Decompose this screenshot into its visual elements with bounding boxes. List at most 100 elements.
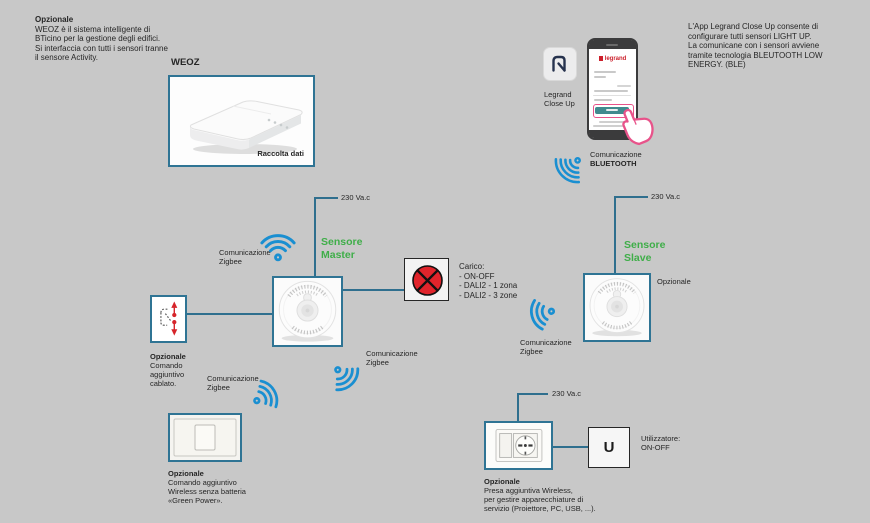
wired-command-line-text: Comando — [150, 361, 183, 370]
slave-power-label: 230 Va.c — [651, 192, 681, 201]
phone-bottom-bezel — [589, 130, 636, 138]
master-power-tick — [314, 197, 338, 199]
intro-line: il sensore Activity. — [35, 53, 98, 63]
weoz-box: Raccolta dati — [168, 75, 315, 167]
slave-title-line: Slave — [624, 252, 652, 265]
phone-speaker — [606, 43, 618, 46]
green-power-switch-image — [173, 418, 237, 457]
master-title: Sensore Master — [321, 236, 362, 262]
outlet-line-text: servizio (Proiettore, PC, USB, ...). — [484, 504, 596, 513]
wired-command-box — [150, 295, 187, 343]
login-field-bar[interactable] — [594, 90, 628, 92]
outlet-line-text: Presa aggiuntiva Wireless, — [484, 486, 573, 495]
phone-top-bezel — [589, 40, 636, 49]
slave-title-line: Sensore — [624, 239, 666, 251]
outlet-text: Opzionale Presa aggiuntiva Wireless, per… — [484, 477, 624, 513]
user-label-line: ON-OFF — [641, 443, 670, 452]
legrand-logo-square — [598, 56, 604, 61]
app-caption-line: Close Up — [544, 99, 575, 108]
slave-power-line — [614, 196, 616, 273]
login-text-bar — [594, 76, 606, 78]
master-title-line: Sensore — [321, 236, 363, 248]
app-description-line: configurare tutti sensori LIGHT UP. — [688, 31, 812, 41]
legrand-logo: legrand — [589, 56, 636, 62]
bluetooth-label: Comunicazione BLUETOOTH — [590, 150, 642, 168]
zigbee-label-line: Zigbee — [520, 347, 543, 356]
zigbee-label-line: Comunicazione — [366, 349, 418, 358]
intro-paragraph: Opzionale WEOZ è il sistema intelligente… — [35, 15, 205, 63]
master-zigbee-bottom-label: Comunicazione Zigbee — [366, 349, 418, 367]
weoz-gateway-image — [189, 100, 303, 155]
intro-title: Opzionale — [35, 15, 74, 24]
login-button-label-bar — [606, 109, 618, 111]
user-label: Utilizzatore: ON-OFF — [641, 434, 680, 452]
outlet-socket-image — [495, 428, 543, 463]
weoz-title: WEOZ — [171, 57, 200, 68]
user-box-letter: U — [603, 439, 615, 456]
load-title: Carico: — [459, 262, 485, 271]
slave-optional-label: Opzionale — [657, 277, 691, 286]
master-power-line — [314, 197, 316, 276]
outlet-box — [484, 421, 553, 470]
footer-text-bar — [593, 125, 631, 127]
outlet-user-line — [553, 446, 588, 448]
slave-zigbee-icon — [526, 294, 559, 333]
optional-title: Opzionale — [150, 352, 186, 361]
load-text: Carico: - ON-OFF - DALI2 - 1 zona - DALI… — [459, 262, 517, 300]
master-sensor-box — [272, 276, 343, 347]
slave-power-tick — [614, 196, 648, 198]
wired-command-line-text: cablato. — [150, 379, 177, 388]
user-label-line: Utilizzatore: — [641, 434, 681, 443]
green-power-line: Comando aggiuntivo — [168, 478, 237, 487]
master-load-line — [343, 289, 404, 291]
app-icon-caption: Legrand Close Up — [544, 90, 575, 108]
wired-command-icon — [160, 301, 178, 336]
zigbee-label-line: Zigbee — [219, 257, 242, 266]
lamp-symbol-icon — [411, 264, 444, 297]
master-zigbee-left-label: Comunicazione Zigbee — [207, 374, 259, 392]
app-description-line: ENERGY. (BLE) — [688, 60, 746, 70]
closeup-glyph-icon — [552, 55, 566, 72]
login-field-underline — [593, 94, 631, 96]
zigbee-label-line: Zigbee — [207, 383, 230, 392]
slave-zigbee-label: Comunicazione Zigbee — [520, 338, 572, 356]
wired-command-text: Opzionale Comando aggiuntivo cablato. — [150, 352, 210, 388]
user-box: U — [588, 427, 630, 468]
intro-line: BTicino per la gestione degli edifici. — [35, 34, 161, 44]
weoz-caption: Raccolta dati — [257, 149, 304, 158]
green-power-line: Wireless senza batteria — [168, 487, 246, 496]
zigbee-label-line: Comunicazione — [520, 338, 572, 347]
load-item: - ON-OFF — [459, 271, 495, 281]
login-text-bar — [594, 99, 612, 101]
footer-text-bar — [599, 121, 625, 123]
optional-title: Opzionale — [484, 477, 520, 486]
green-power-text: Opzionale Comando aggiuntivo Wireless se… — [168, 469, 278, 505]
outlet-power-tick — [517, 393, 548, 395]
green-power-line: «Green Power». — [168, 496, 223, 505]
bluetooth-label-line: Comunicazione — [590, 150, 642, 159]
bluetooth-signal-icon — [549, 146, 592, 189]
outlet-power-label: 230 Va.c — [552, 389, 582, 398]
optional-title: Opzionale — [168, 469, 204, 478]
app-description-line: La comunicane con i sensori avviene — [688, 41, 820, 51]
master-title-line: Master — [321, 249, 355, 262]
master-zigbee-bottom-icon — [324, 356, 364, 396]
login-button[interactable] — [595, 106, 629, 114]
slave-title: Sensore Slave — [624, 239, 665, 265]
slave-sensor-image — [588, 276, 646, 339]
app-description-line: L'App Legrand Close Up consente di — [688, 22, 819, 31]
load-item: - DALI2 - 1 zona — [459, 281, 518, 291]
zigbee-label-line: Zigbee — [366, 358, 389, 367]
app-description: L'App Legrand Close Up consente di confi… — [688, 22, 860, 70]
closeup-app-icon — [543, 47, 577, 81]
green-power-box — [168, 413, 242, 462]
zigbee-label-line: Comunicazione — [207, 374, 259, 383]
master-zigbee-top-icon — [260, 234, 296, 262]
login-text-bar — [617, 85, 631, 87]
bluetooth-label-line: BLUETOOTH — [590, 159, 637, 168]
legrand-logo-text: legrand — [604, 56, 627, 62]
app-caption-line: Legrand — [544, 90, 572, 99]
load-item: - DALI2 - 3 zone — [459, 290, 518, 300]
app-description-line: tramite tecnologia BLEUTOOTH LOW — [688, 50, 823, 60]
